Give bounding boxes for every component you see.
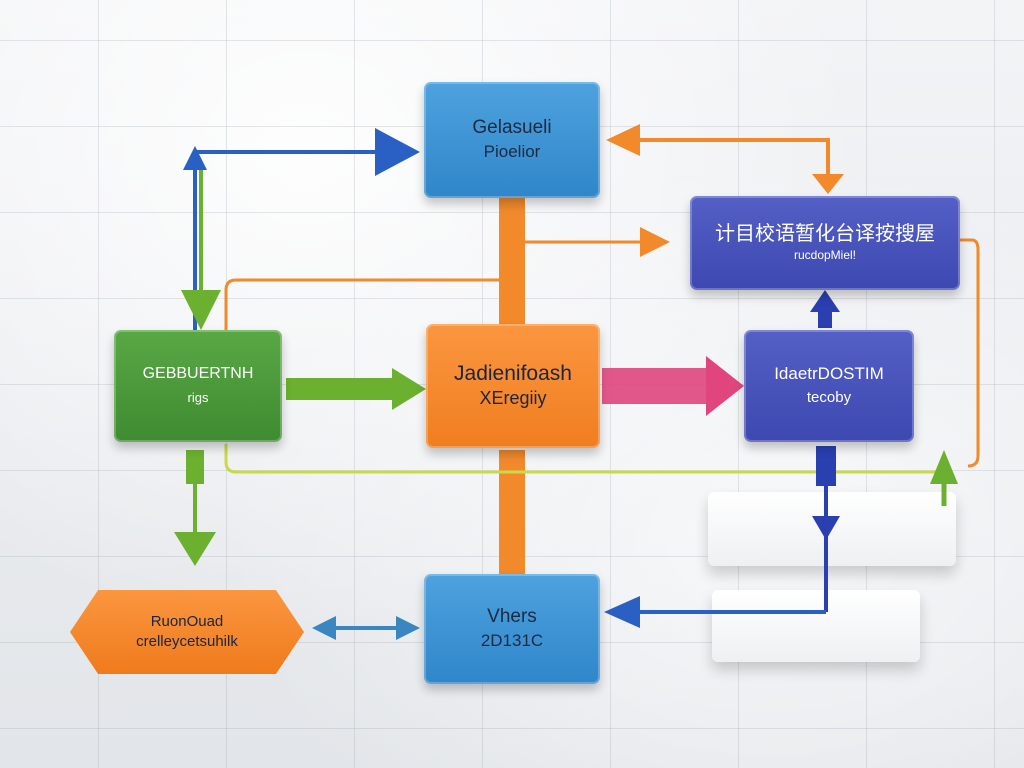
orange-spine-upper (499, 198, 525, 326)
arrowhead-green-up-right (930, 450, 958, 484)
arrowhead-orange-left (606, 124, 640, 156)
arrowhead-orange-down (812, 174, 844, 194)
node-right-top-indigo-line2: rucdopMiel! (793, 248, 857, 262)
node-bottom-blue-line1: Vhers (487, 606, 537, 627)
node-top-blue-line2: Pioelior (483, 142, 541, 161)
node-right-mid-indigo-line1: IdaetrDOSTIM (774, 364, 884, 383)
arrowhead-up-left (183, 146, 207, 170)
green-loop-bottom (224, 444, 942, 474)
arrowhead-green-right (392, 368, 426, 410)
node-bottom-blue[interactable]: Vhers 2D131C (424, 574, 600, 684)
arrowhead-teal-right (396, 616, 420, 640)
green-down-stem (186, 450, 204, 484)
arrowhead-green-down (174, 532, 216, 566)
node-bottom-left-hex-line1: RuonOuad (150, 613, 224, 630)
node-center-orange[interactable]: Jadienifoash XEregiiy (426, 324, 600, 448)
green-arrow-body (286, 378, 396, 400)
arrowhead-blue-left (604, 596, 640, 628)
node-right-mid-indigo-line2: tecoby (806, 389, 852, 406)
node-right-top-indigo[interactable]: 计目校语暂化台译按搜屋 rucdopMiel! (690, 196, 960, 290)
node-center-orange-line2: XEregiiy (479, 388, 547, 408)
node-right-top-indigo-line1: 计目校语暂化台译按搜屋 (715, 223, 935, 245)
node-center-orange-line1: Jadienifoash (454, 362, 572, 385)
node-bottom-left-hex-line2: crelleycetsuhilk (136, 633, 238, 650)
node-right-mid-indigo[interactable]: IdaetrDOSTIM tecoby (744, 330, 914, 442)
orange-loop (224, 278, 499, 330)
white-block-lower (712, 590, 920, 662)
arrowhead-teal-left (312, 616, 336, 640)
arrow-orange-top-right (640, 138, 830, 178)
arrowhead-pink-right (706, 356, 744, 416)
indigo-down-stem-top (816, 446, 836, 486)
node-left-green[interactable]: GEBBUERTNH rigs (114, 330, 282, 442)
arrow-left-to-top-blue (193, 150, 380, 330)
node-bottom-blue-line2: 2D131C (480, 631, 544, 650)
pink-arrow-body (602, 368, 712, 404)
arrowhead-indigo-down (812, 516, 840, 540)
node-left-green-line1: GEBBUERTNH (142, 365, 254, 382)
node-top-blue[interactable]: Gelasueli Pioelior (424, 82, 600, 198)
node-top-blue-line1: Gelasueli (472, 117, 552, 138)
orange-spine-lower (499, 450, 525, 576)
arrowhead-top-blue (375, 128, 420, 176)
arrowhead-indigo-up (810, 290, 840, 312)
node-left-green-line2: rigs (187, 390, 209, 405)
indigo-up-stem (818, 310, 832, 328)
node-bottom-left-hex[interactable]: RuonOuad crelleycetsuhilk (70, 590, 304, 674)
orange-right-loop (960, 238, 980, 468)
